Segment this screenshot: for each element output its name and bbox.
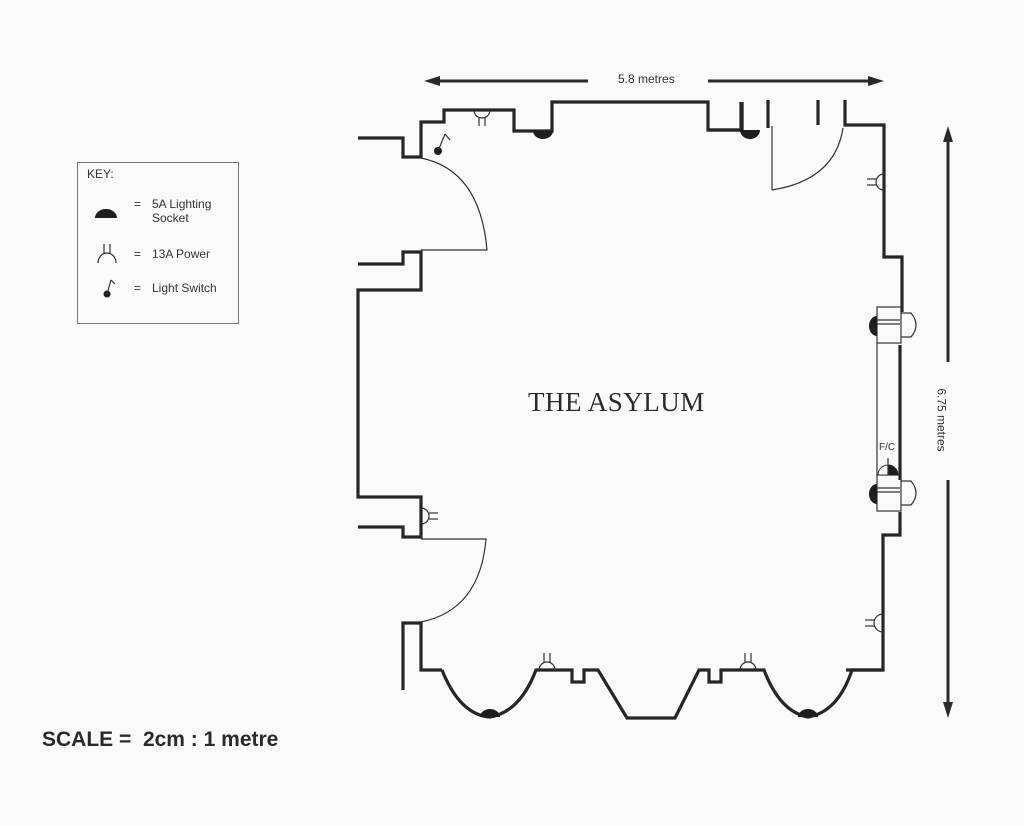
door-top-left: [420, 157, 488, 251]
key-title: KEY:: [87, 167, 114, 181]
light-switch-icon: [434, 133, 451, 155]
lighting-socket-icon: [798, 709, 818, 717]
room-title: THE ASYLUM: [528, 387, 705, 417]
lighting-socket-icon: [869, 484, 877, 504]
fc-label: F/C: [879, 442, 896, 453]
scale-label: SCALE = 2cm : 1 metre: [42, 728, 279, 751]
height-dimension-arrow: [943, 126, 953, 718]
door-top-right: [771, 126, 844, 191]
fc-socket-icon: [877, 458, 899, 476]
light-switch-icon: [103, 279, 116, 298]
chimney-breast: [876, 306, 917, 512]
door-bottom-left: [420, 538, 487, 623]
power-socket-icon: [865, 613, 884, 633]
power-socket-icon: [867, 173, 885, 191]
lighting-socket-icon: [95, 209, 117, 218]
power-socket-icon: [473, 109, 491, 126]
room-walls: [356, 100, 904, 720]
lighting-socket-icon: [740, 130, 760, 139]
lighting-socket-icon: [869, 316, 877, 336]
power-socket-icon: [420, 507, 438, 525]
power-socket-icon: [538, 653, 556, 671]
lighting-socket-icon: [480, 709, 500, 717]
power-socket-icon: [97, 244, 117, 264]
lighting-socket-icon: [533, 131, 553, 139]
width-label: 5.8 metres: [618, 72, 675, 86]
key-legend: KEY: = 5A Lighting Socket = 13A Power = …: [77, 162, 239, 324]
width-dimension-arrow: [424, 76, 884, 86]
power-socket-icon: [739, 653, 757, 671]
height-label: 6.75 metres: [934, 388, 949, 452]
